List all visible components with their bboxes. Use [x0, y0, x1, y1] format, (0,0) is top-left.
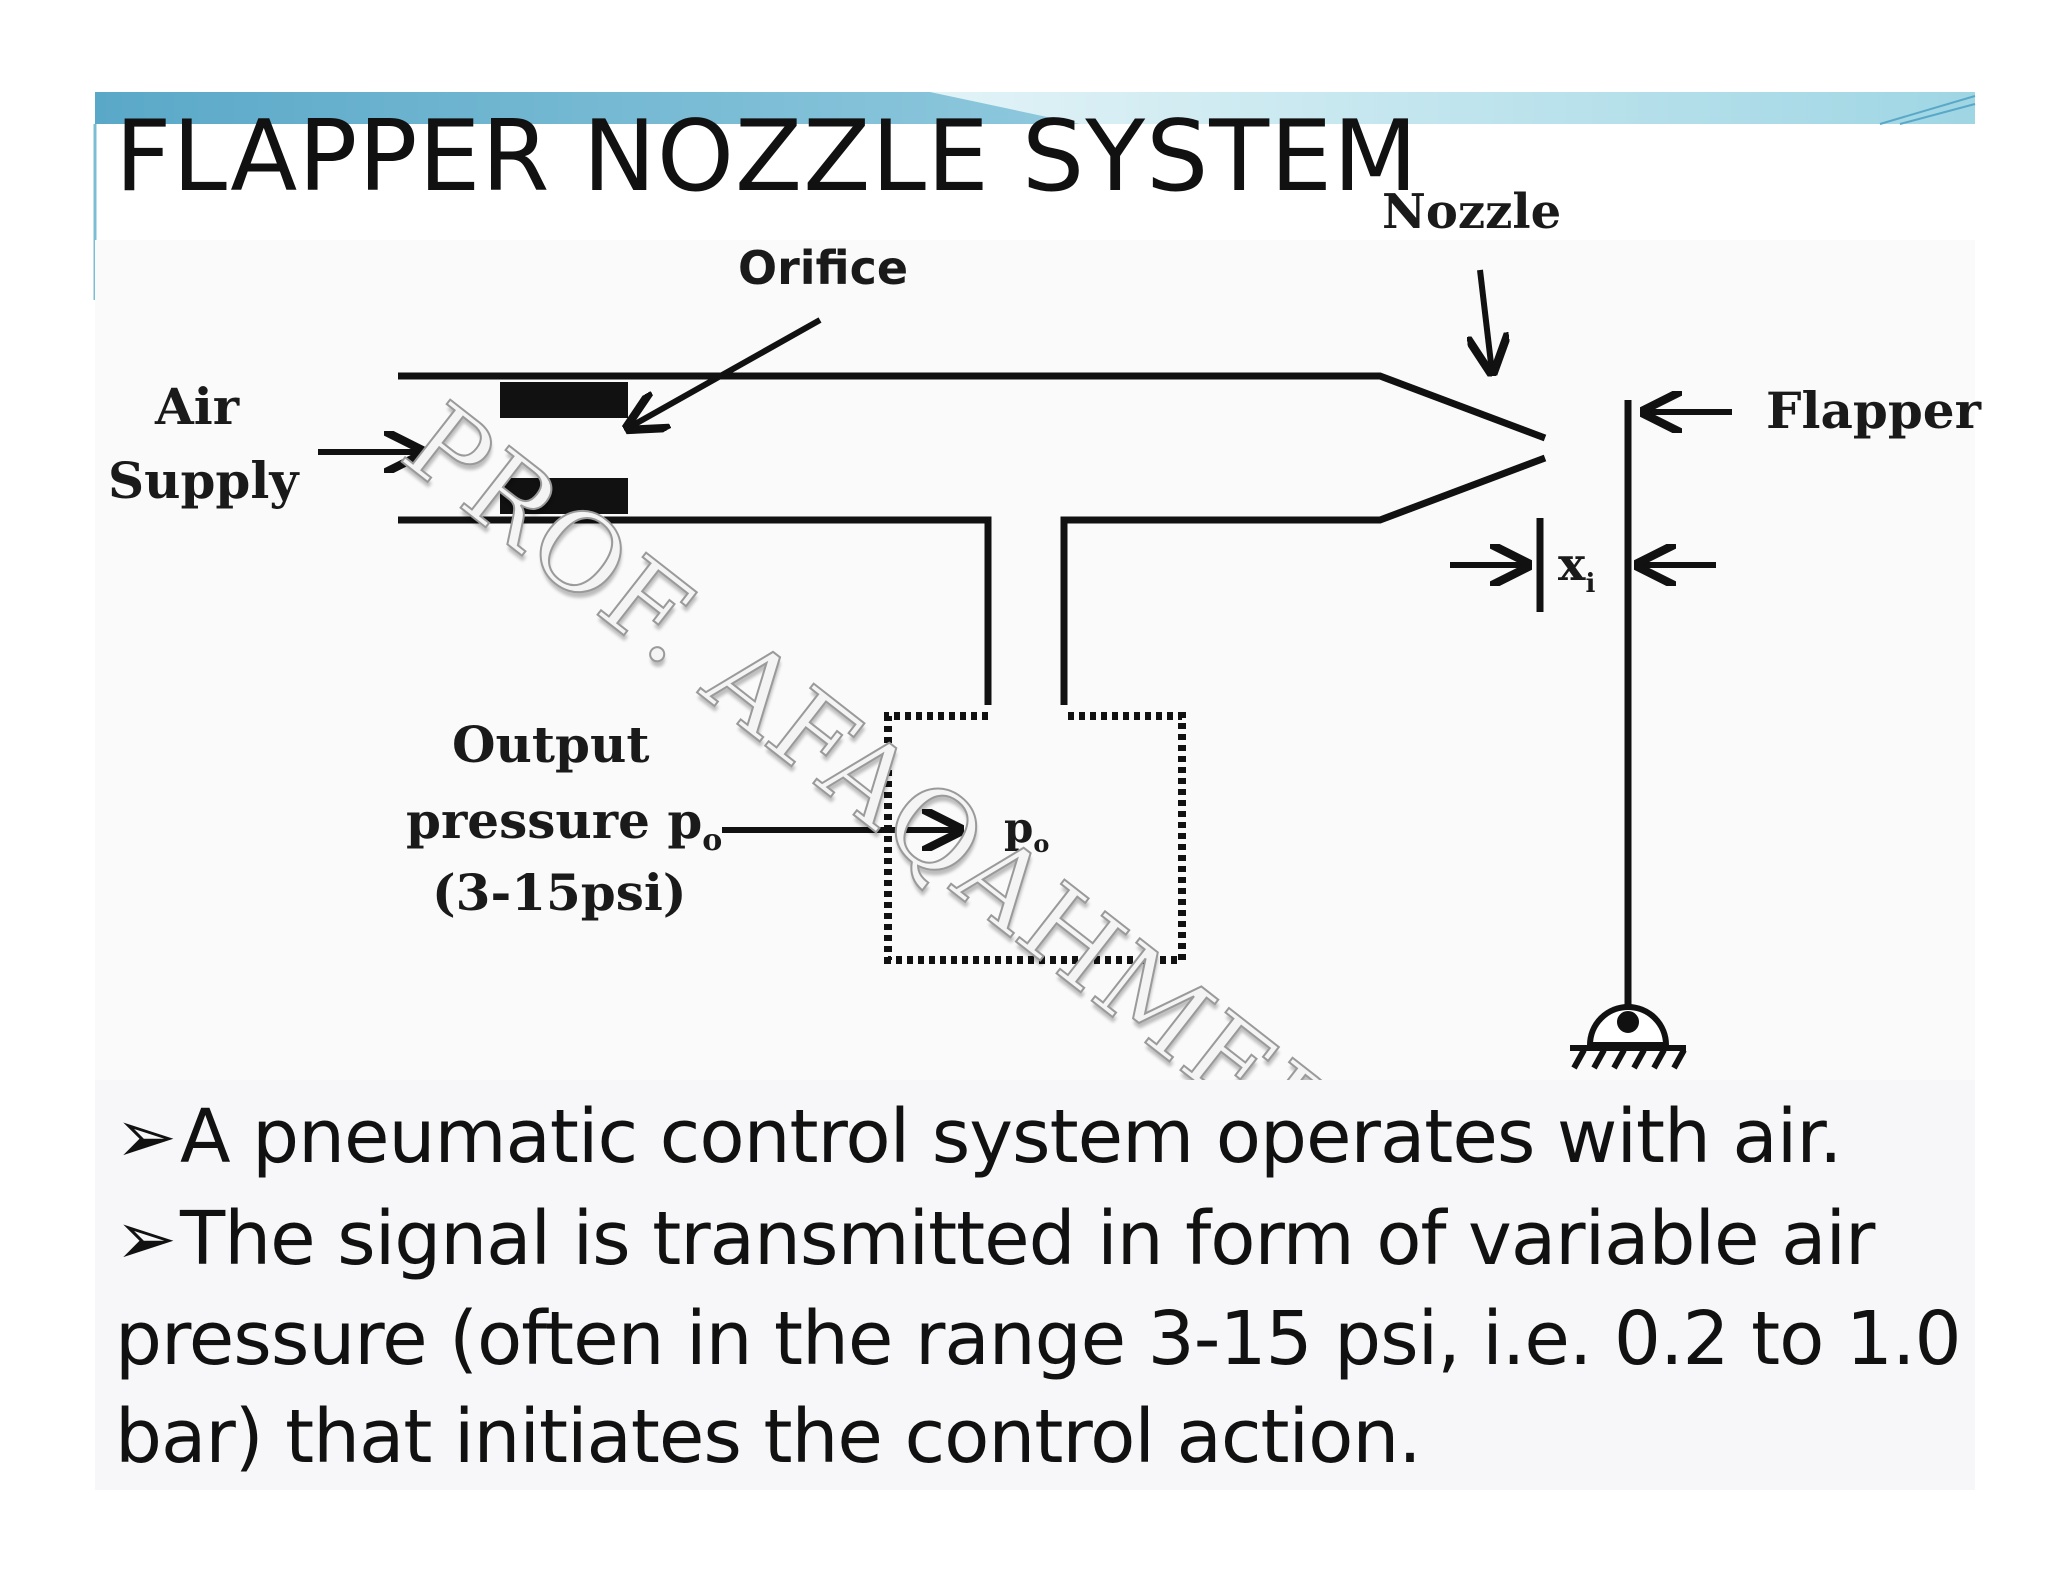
- chamber-pressure-text: p: [1004, 803, 1033, 852]
- bullet-list: ➢A pneumatic control system operates wit…: [95, 1080, 1975, 1490]
- orifice-arrow-icon: [628, 317, 822, 428]
- page-title: FLAPPER NOZZLE SYSTEM: [115, 100, 1419, 214]
- bullet-arrow-icon: ➢: [115, 1196, 177, 1282]
- output-label: Output: [452, 715, 649, 774]
- range-label: (3-15psi): [432, 863, 687, 922]
- bullet-item-1: ➢A pneumatic control system operates wit…: [115, 1094, 1843, 1180]
- pressure-label-text: pressure p: [406, 791, 702, 850]
- pivot-icon: [1570, 1004, 1687, 1070]
- gap-label: xi: [1558, 537, 1595, 599]
- nozzle-arrow-icon: [1480, 269, 1492, 372]
- supply-label: Supply: [108, 451, 300, 510]
- bullet-text-1: A pneumatic control system operates with…: [180, 1094, 1842, 1180]
- air-label: Air: [154, 377, 240, 436]
- bullet-item-2: ➢The signal is transmitted in form of va…: [115, 1196, 1875, 1282]
- orifice-blocks: [500, 382, 628, 514]
- bullet-text-2: The signal is transmitted in form of var…: [180, 1196, 1875, 1282]
- chamber-pressure-label: po: [1004, 803, 1049, 858]
- gap-label-x: x: [1558, 537, 1586, 591]
- bullet-text-3: pressure (often in the range 3-15 psi, i…: [115, 1296, 1962, 1382]
- pressure-label-sub: o: [702, 823, 722, 858]
- diagram-panel: [95, 240, 1975, 1080]
- pressure-label: pressure po: [406, 791, 722, 858]
- flapper-label: Flapper: [1766, 381, 1982, 440]
- bullet-text-4: bar) that initiates the control action.: [115, 1394, 1422, 1480]
- chamber-pressure-sub: o: [1033, 829, 1049, 858]
- bullet-arrow-icon: ➢: [115, 1094, 177, 1180]
- nozzle-label: Nozzle: [1382, 184, 1561, 240]
- flapper-nozzle-diagram: Nozzle Orifice Air Supply Flapper xi Out…: [95, 184, 1982, 1080]
- orifice-label: Orifice: [738, 241, 908, 295]
- gap-label-sub: i: [1585, 569, 1595, 599]
- header-banner: [93, 92, 1976, 300]
